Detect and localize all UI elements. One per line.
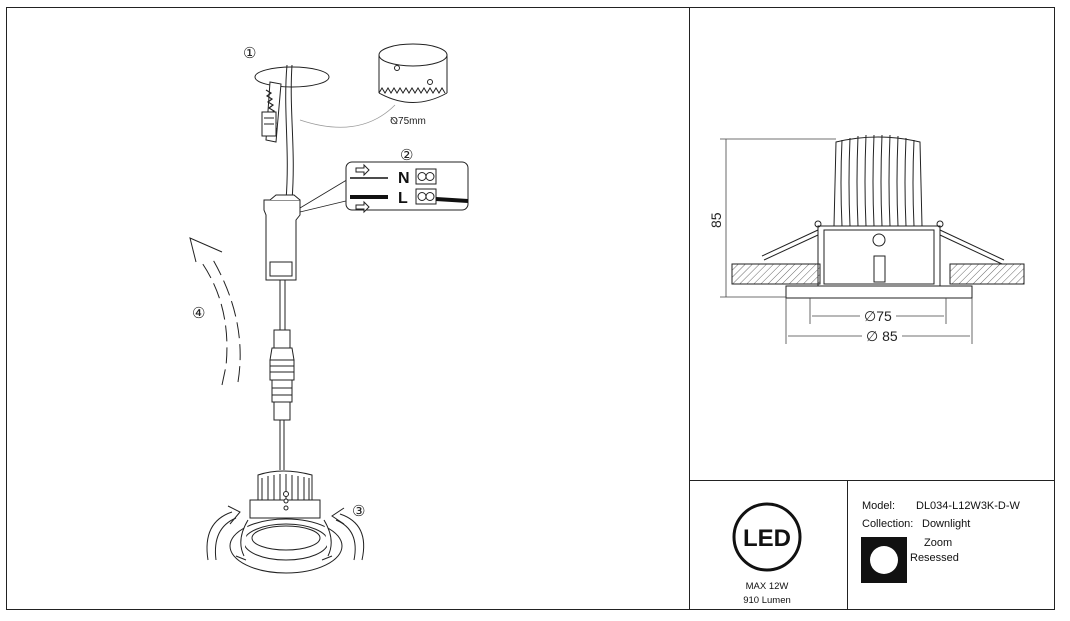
- lamp-lead: [279, 420, 285, 470]
- step-3-marker: ③: [352, 503, 365, 520]
- push-up-arrow: [189, 237, 241, 386]
- collection-label: Collection:: [862, 518, 914, 530]
- cutout-diameter: ∅75: [864, 308, 892, 324]
- feature-recessed: Resessed: [910, 552, 959, 564]
- panel-divider: [689, 7, 690, 610]
- holesaw-icon: [378, 43, 448, 103]
- drawing-frame: [6, 7, 1055, 610]
- terminal-block: [345, 161, 469, 214]
- collection-value: Downlight: [922, 518, 971, 530]
- mains-cable: [285, 64, 288, 201]
- model-value: DL034-L12W3K-D-W: [916, 500, 1020, 512]
- spring-clips: [761, 220, 1005, 265]
- terminal-n-label: N: [398, 170, 410, 187]
- terminal-l-label: L: [398, 190, 408, 207]
- led-lumen: 910 Lumen: [743, 595, 791, 606]
- led-logo-text: LED: [743, 525, 791, 552]
- installation-diagram: ⦰75mm ① N L ②: [189, 43, 469, 574]
- title-block-divider: [689, 480, 1055, 481]
- dimension-drawing: 85 ∅75 ∅ 85: [708, 134, 1025, 344]
- lamp-body: [785, 225, 973, 299]
- width-dimensions: [785, 298, 973, 344]
- recessed-icon: [861, 537, 907, 583]
- title-block-divider-vertical: [847, 480, 848, 610]
- ceiling-left: [731, 263, 821, 285]
- led-logo: LED: [732, 502, 802, 572]
- step-2-marker: ②: [400, 147, 413, 164]
- height-value: 85: [708, 212, 724, 228]
- step-4-marker: ④: [192, 305, 205, 322]
- led-power: MAX 12W: [745, 581, 789, 592]
- outer-diameter: ∅ 85: [866, 328, 898, 344]
- ceiling-right: [949, 263, 1025, 285]
- model-label: Model:: [862, 500, 896, 512]
- step-1-marker: ①: [243, 45, 256, 62]
- feature-zoom: Zoom: [924, 537, 953, 549]
- callout-curve: [299, 104, 396, 128]
- saw-icon: [261, 81, 282, 143]
- rotate-arrows: [206, 505, 365, 561]
- callout-lines: [299, 177, 351, 213]
- cutout-label: ⦰75mm: [390, 116, 426, 127]
- heatsink: [833, 134, 923, 227]
- driver-box: [263, 194, 301, 281]
- downlight-unit: [229, 470, 343, 574]
- plug-connector: [269, 329, 295, 421]
- mains-cable-b: [290, 64, 294, 201]
- height-dimension: [720, 138, 836, 298]
